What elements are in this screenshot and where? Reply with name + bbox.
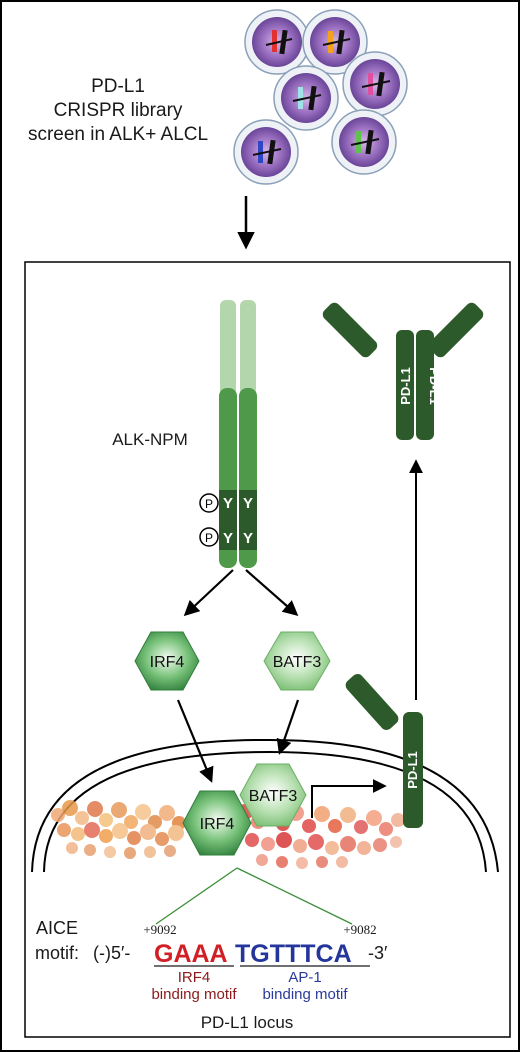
arrow-to-batf3 [245, 569, 299, 617]
irf4-hexagon: IRF4 [134, 631, 200, 691]
title-line-3: screen in ALK+ ALCL [28, 124, 208, 145]
tyrosine-2a: Y [223, 530, 233, 547]
batf3-bound-hexagon: BATF3 [239, 763, 307, 827]
tyrosine-2b: Y [243, 530, 253, 547]
chromatin-locus-icon [51, 800, 405, 869]
motif-connector-right [236, 867, 353, 925]
irf4-motif-name: IRF4 [178, 969, 211, 986]
aice-label-line2: motif: [35, 943, 79, 963]
cell-1 [244, 9, 310, 75]
ap1-motif-name: AP-1 [288, 969, 321, 986]
arrow-irf4-to-nucleus [176, 699, 214, 783]
pdl1-dimer: PD-L1 PD-L1 [322, 302, 484, 440]
pdl1-monomer: PD-L1 [345, 674, 423, 828]
title-block: PD-L1 CRISPR library screen in ALK+ ALCL [28, 76, 208, 145]
irf4-label-bound: IRF4 [200, 816, 235, 833]
pdl1-monomer-label: PD-L1 [405, 751, 420, 789]
arrow-to-irf4 [183, 569, 234, 617]
irf4-bound-hexagon: IRF4 [182, 790, 252, 856]
transcription-arrow [311, 779, 387, 818]
irf4-motif-sub: binding motif [151, 986, 237, 1003]
aice-label-line1: AICE [36, 918, 78, 938]
title-line-1: PD-L1 [91, 76, 145, 97]
arrow-batf3-to-nucleus [276, 699, 300, 755]
irf4-label-top: IRF4 [150, 654, 185, 671]
title-line-2: CRISPR library [54, 100, 183, 121]
alk-npm-receptor: Y Y Y Y P P [199, 300, 257, 568]
batf3-hexagon: BATF3 [263, 631, 331, 691]
cell-box [24, 261, 511, 1038]
motif-connector-left [155, 867, 238, 925]
cell-5 [233, 119, 299, 185]
alk-npm-label: ALK-NPM [112, 430, 188, 449]
phospho-icons: P P [199, 493, 219, 547]
pdl1-dimer-label-b: PD-L1 [427, 367, 442, 405]
motif-position-right: +9082 [343, 922, 376, 937]
ap1-motif-sub: binding motif [262, 986, 348, 1003]
cell-3 [273, 65, 339, 131]
lymphoma-cells-icon [233, 9, 408, 185]
tyrosine-1a: Y [223, 495, 233, 512]
batf3-label-top: BATF3 [273, 654, 322, 671]
cell-4 [342, 51, 408, 117]
motif-suffix: -3′ [368, 943, 388, 963]
motif-ap1-sequence: TGTTTCA [235, 940, 352, 968]
pdl1-dimer-label-a: PD-L1 [398, 367, 413, 405]
phospho-1: P [205, 497, 213, 511]
batf3-label-bound: BATF3 [249, 788, 298, 805]
locus-label: PD-L1 locus [201, 1013, 294, 1032]
cell-6 [331, 109, 397, 175]
motif-prefix: (-)5′- [93, 943, 130, 963]
motif-irf4-sequence: GAAA [154, 940, 228, 968]
aice-label: AICE motif: [35, 918, 79, 963]
phospho-2: P [205, 531, 213, 545]
tyrosine-1b: Y [243, 495, 253, 512]
motif-position-left: +9092 [143, 922, 176, 937]
cell-2 [302, 9, 368, 75]
